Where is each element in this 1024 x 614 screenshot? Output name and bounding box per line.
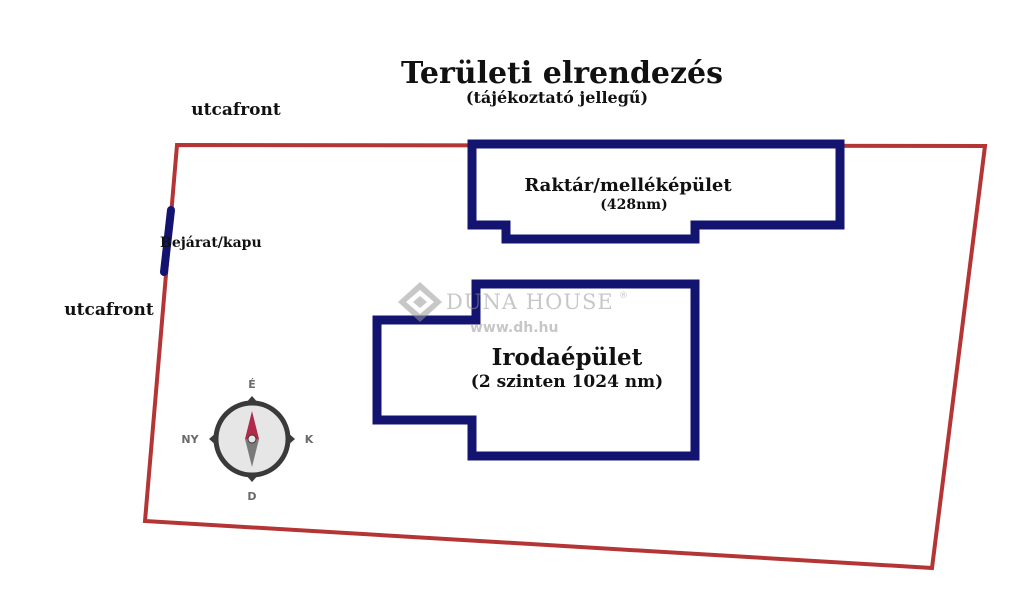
watermark-brand: DUNA HOUSE <box>446 290 614 314</box>
watermark: DUNA HOUSE ® www.dh.hu <box>398 282 628 336</box>
watermark-registered-mark: ® <box>619 291 628 301</box>
office-outline <box>372 279 700 461</box>
compass-south-label: D <box>247 490 256 503</box>
compass-rose-icon: É D K NY <box>181 378 313 503</box>
watermark-url: www.dh.hu <box>470 320 558 336</box>
office-name: Irodaépület <box>492 344 643 371</box>
office-area: (2 szinten 1024 nm) <box>471 372 663 392</box>
page-subtitle: (tájékoztató jellegű) <box>466 88 648 107</box>
street-label-top: utcafront <box>191 100 281 120</box>
warehouse-outline <box>467 139 845 244</box>
compass-north-label: É <box>248 378 256 391</box>
compass-east-label: K <box>305 433 314 446</box>
compass-west-label: NY <box>181 433 199 446</box>
entrance-label: Bejárat/kapu <box>160 235 262 251</box>
entrance-gate <box>160 206 175 276</box>
street-label-left: utcafront <box>64 300 154 320</box>
warehouse-area: (428nm) <box>600 197 667 213</box>
warehouse-name: Raktár/melléképület <box>524 175 732 196</box>
duna-house-logo-icon <box>398 282 442 322</box>
page-title: Területi elrendezés <box>401 56 723 91</box>
